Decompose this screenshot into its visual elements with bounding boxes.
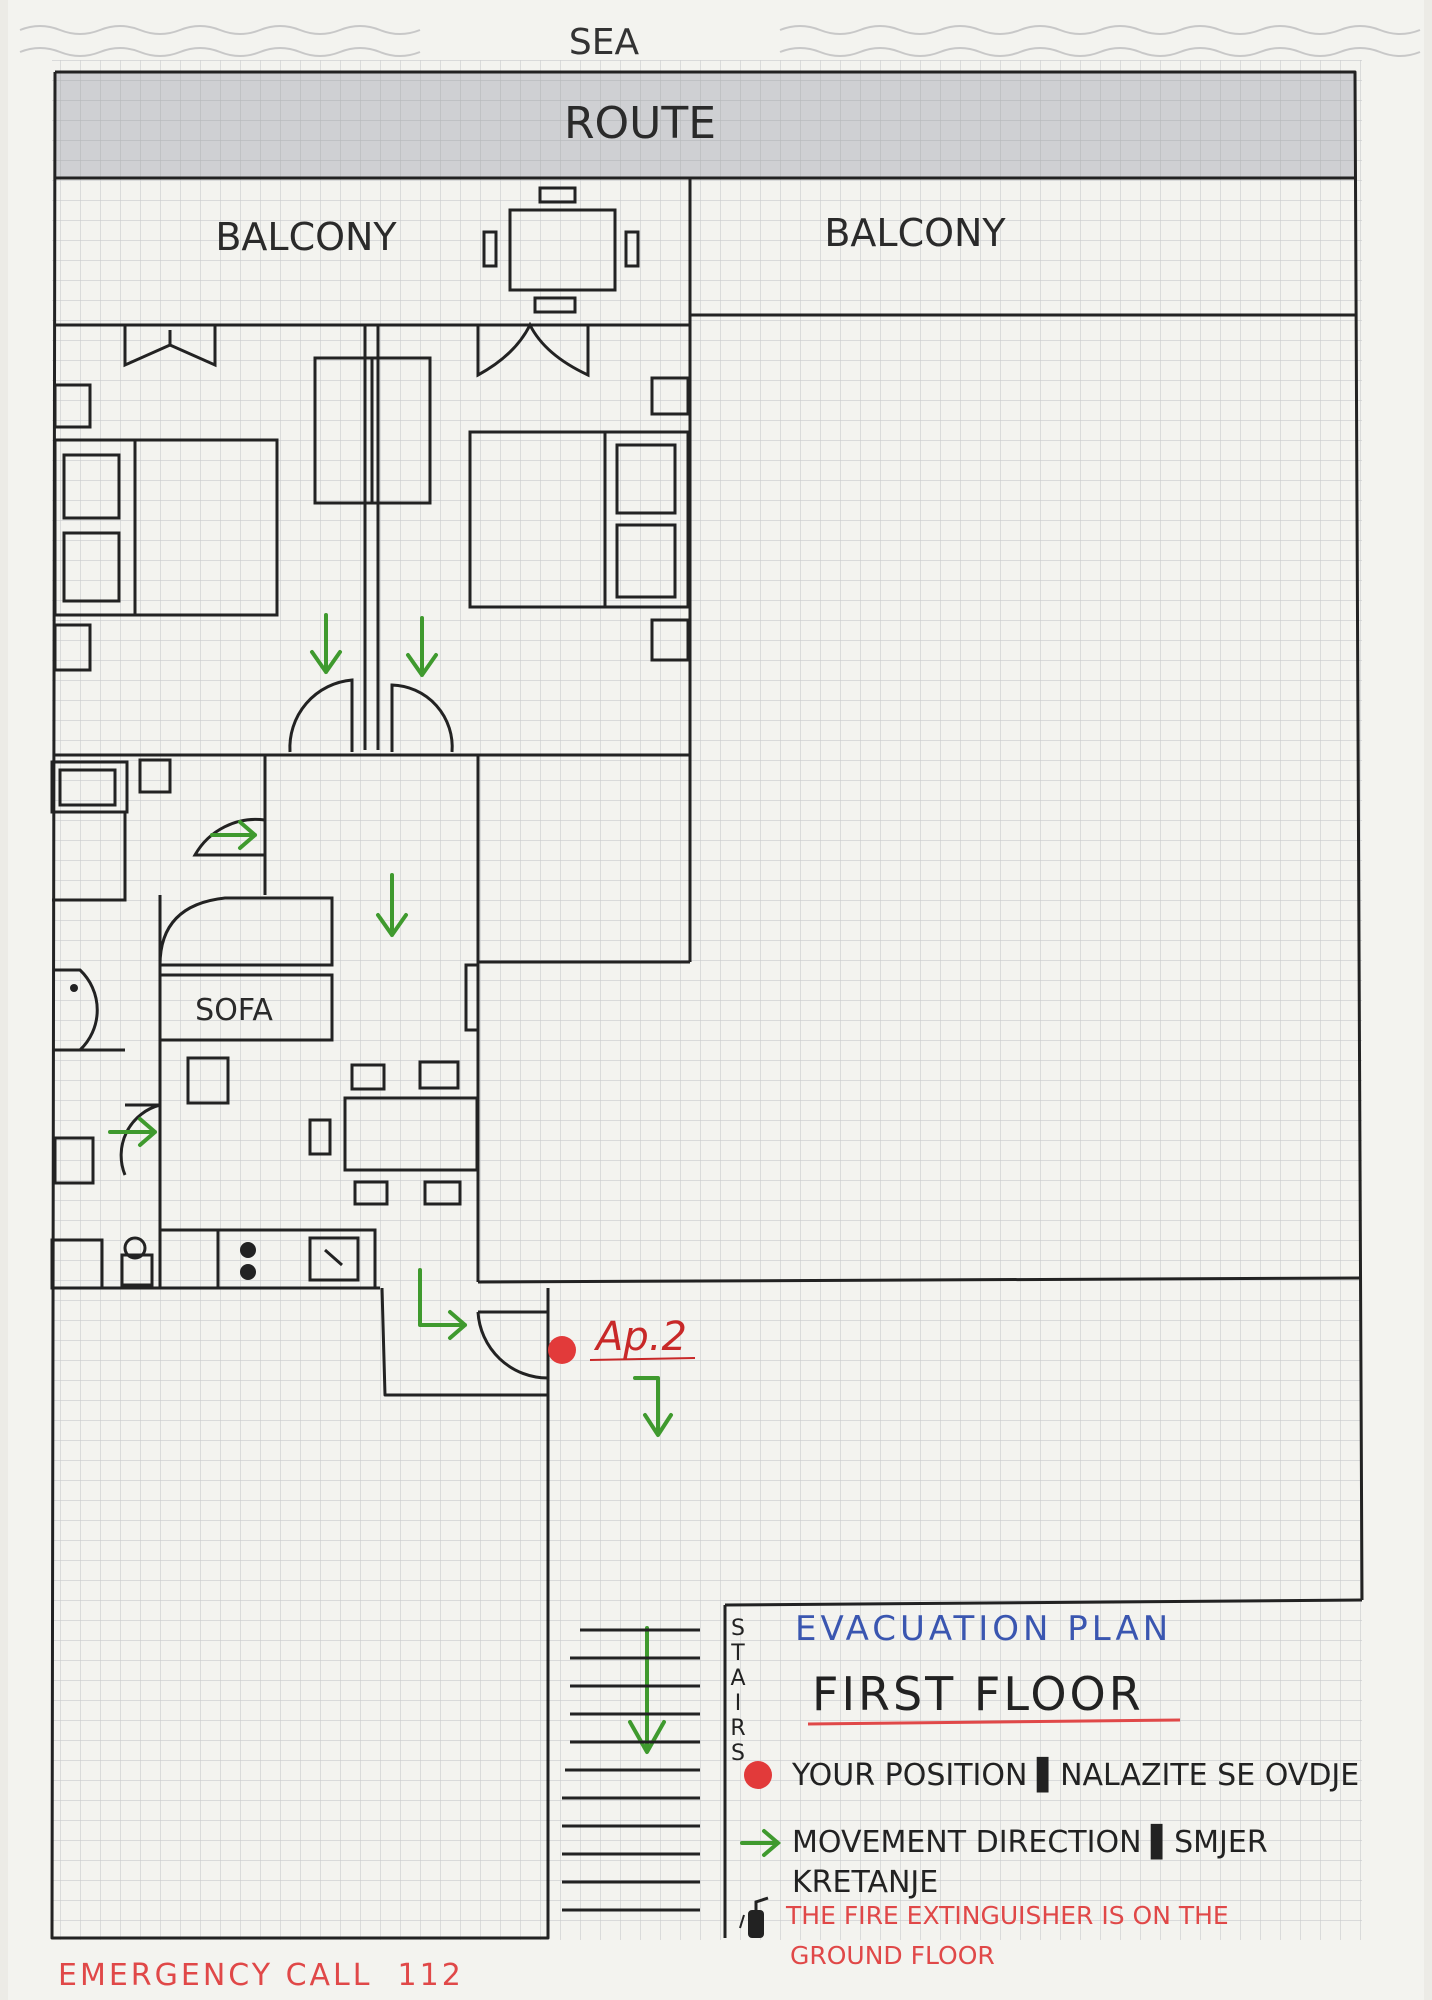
sea-waves bbox=[19, 25, 1421, 57]
armchair bbox=[186, 1056, 230, 1105]
legend-arrow-icon bbox=[740, 1829, 782, 1857]
route-label: ROUTE bbox=[564, 98, 716, 149]
arrow-stairs bbox=[628, 1626, 666, 1754]
legend-position-text: YOUR POSITION ▌NALAZITE SE OVDJE bbox=[791, 1756, 1359, 1793]
arrow-to-entrance bbox=[418, 1268, 467, 1340]
sea-label: SEA bbox=[569, 22, 640, 63]
fire-extinguisher-icon bbox=[739, 1896, 769, 1938]
stairs-letter: S bbox=[731, 1741, 745, 1766]
legend-extinguisher-text-2: GROUND FLOOR bbox=[790, 1941, 995, 1970]
stairs-letter: T bbox=[730, 1641, 745, 1666]
bed-left bbox=[53, 383, 279, 672]
your-position-marker bbox=[548, 1336, 576, 1364]
stove-burners bbox=[240, 1242, 256, 1280]
stairs-letter: R bbox=[730, 1716, 745, 1741]
stairs bbox=[562, 1628, 700, 1912]
balcony-right-label: BALCONY bbox=[824, 211, 1006, 255]
legend-extinguisher-text: THE FIRE EXTINGUISHER IS ON THE bbox=[785, 1901, 1229, 1930]
wardrobe bbox=[313, 356, 432, 505]
evacuation-arrows bbox=[108, 613, 673, 1754]
arrow-bedroom-right bbox=[406, 616, 438, 677]
arrow-into-hall bbox=[210, 820, 257, 850]
kitchen-counter bbox=[158, 1228, 377, 1290]
balcony-left-label: BALCONY bbox=[215, 215, 397, 259]
sink-dot bbox=[70, 984, 78, 992]
bed-right bbox=[468, 376, 690, 662]
stairs-letter: I bbox=[735, 1691, 742, 1716]
legend-movement-text: MOVEMENT DIRECTION ▌SMJER bbox=[792, 1823, 1268, 1860]
grid-area bbox=[52, 60, 1362, 1940]
bedroom-doors bbox=[192, 678, 454, 857]
dining-table-set bbox=[308, 1060, 479, 1206]
emergency-call: EMERGENCY CALL 112 bbox=[58, 1958, 464, 1993]
balcony-table-set bbox=[482, 186, 640, 314]
legend-movement-text-2: KRETANJE bbox=[792, 1865, 938, 1900]
stairs-letter: S bbox=[731, 1616, 745, 1641]
route-band bbox=[55, 72, 1355, 178]
apartment-label: Ap.2 bbox=[593, 1314, 687, 1360]
stairs-letter: A bbox=[730, 1666, 745, 1691]
legend-position-dot bbox=[744, 1761, 772, 1789]
wall-niche bbox=[464, 963, 480, 1032]
stairs-vertical-label: S T A I R S bbox=[730, 1616, 745, 1766]
sofa-label: SOFA bbox=[195, 993, 273, 1028]
arrow-outside bbox=[633, 1376, 673, 1437]
arrow-bedroom-left bbox=[310, 613, 342, 674]
arrow-hall-down bbox=[376, 873, 408, 937]
legend-floor: FIRST FLOOR bbox=[812, 1667, 1144, 1721]
balcony-door-left bbox=[123, 325, 217, 368]
bathroom-top bbox=[50, 758, 172, 902]
entrance-door bbox=[476, 1310, 550, 1380]
apartment-underline bbox=[589, 1357, 696, 1361]
legend: EVACUATION PLAN FIRST FLOOR YOUR POSITIO… bbox=[739, 1609, 1359, 1970]
sofa-block bbox=[158, 896, 334, 1042]
arrow-side-bath bbox=[108, 1117, 157, 1147]
balcony-door-right bbox=[476, 321, 590, 378]
legend-title: EVACUATION PLAN bbox=[795, 1609, 1172, 1649]
legend-floor-underline bbox=[807, 1718, 1181, 1726]
